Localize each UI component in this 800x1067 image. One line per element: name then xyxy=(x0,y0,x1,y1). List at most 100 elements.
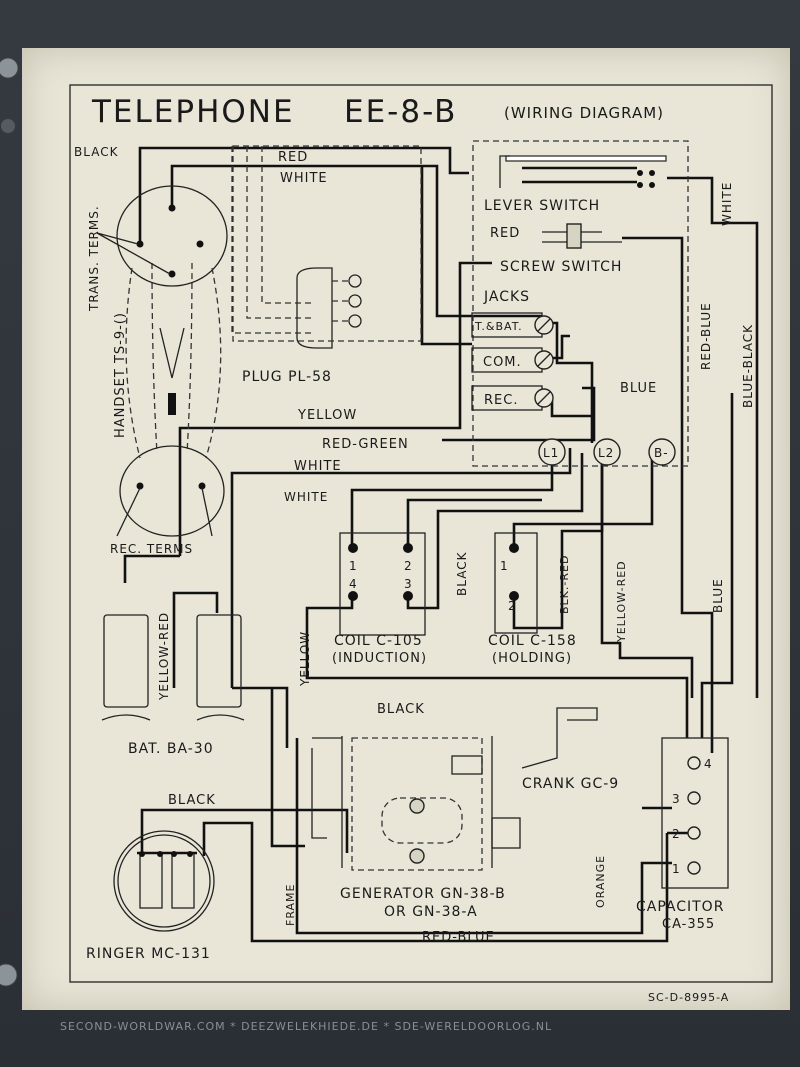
coil-c158-term-2: 2 xyxy=(508,599,517,613)
generator-shaft-end xyxy=(491,817,521,849)
ringer xyxy=(113,830,215,932)
wire-label-red-blue-bottom: RED-BLUE xyxy=(422,930,495,945)
wire-label-black-ringer: BLACK xyxy=(168,793,216,808)
jack-rec-label: REC. xyxy=(484,393,518,408)
coil-c105-term-4: 4 xyxy=(349,577,358,591)
wire-c105-1 xyxy=(350,453,554,545)
wire-label-yellow: YELLOW xyxy=(297,408,357,423)
wire-yellow-coil xyxy=(305,593,689,738)
wiring-diagram: TELEPHONE EE-8-B (WIRING DIAGRAM) xyxy=(69,84,773,1004)
terminal-l2 xyxy=(593,438,621,466)
handset-inner-right xyxy=(186,262,193,454)
trans-terms-label: TRANS. TERMS. xyxy=(87,205,101,312)
wire-black-top xyxy=(138,146,469,244)
wire-red-blue-right xyxy=(622,236,714,753)
wire-label-black-mid: BLACK xyxy=(377,702,425,717)
terminal-b-label: B- xyxy=(654,446,669,460)
terminal-l1-label: L1 xyxy=(543,446,559,460)
screw-switch-knob xyxy=(566,223,582,249)
jack-tbat-label: T.&BAT. xyxy=(474,320,523,333)
plug-tips xyxy=(332,280,352,322)
generator-screw-2 xyxy=(409,848,425,864)
coil-c158-box xyxy=(494,532,538,634)
plug-label: PLUG PL-58 xyxy=(242,369,332,385)
mount-screw-bottom xyxy=(0,963,18,987)
trans-term-1 xyxy=(136,240,144,248)
terminal-l2-label: L2 xyxy=(598,446,614,460)
wire-label-black-vertical: BLACK xyxy=(455,551,469,596)
generator xyxy=(311,707,598,871)
wire-plug-to-com xyxy=(420,166,472,346)
cap-term-4: 4 xyxy=(704,757,713,771)
generator-magnet xyxy=(381,797,463,844)
battery-cell-1 xyxy=(103,614,149,708)
model-text: EE-8-B xyxy=(344,94,457,130)
plug-pl-58 xyxy=(232,145,422,349)
wire-label-yellow-red-right: YELLOW-RED xyxy=(615,560,628,643)
capacitor-box xyxy=(661,737,729,889)
plug-cable-box xyxy=(232,145,422,342)
ringer-coil-2 xyxy=(171,852,195,909)
handset-label: HANDSET TS-9-() xyxy=(113,312,128,438)
plug-cable-dash-2 xyxy=(246,146,312,319)
ringer-label: RINGER MC-131 xyxy=(86,946,211,962)
handset-transmitter-outline xyxy=(116,185,228,287)
wire-blue xyxy=(700,393,734,738)
wire-bat-left xyxy=(123,554,180,583)
diagram-plate: TELEPHONE EE-8-B (WIRING DIAGRAM) xyxy=(22,48,790,1010)
battery-label: BAT. BA-30 xyxy=(128,741,214,757)
wire-label-red-green: RED-GREEN xyxy=(322,437,409,452)
terminal-l1 xyxy=(538,438,566,466)
wire-yellow xyxy=(178,261,492,556)
generator-gear xyxy=(451,755,483,775)
lever-hook xyxy=(499,155,510,188)
mount-hole-top xyxy=(1,119,15,133)
plug-cable-dash-1 xyxy=(231,146,312,334)
diagram-border xyxy=(69,84,773,983)
handset-receiver-outline xyxy=(119,445,225,537)
generator-frame xyxy=(351,737,483,871)
capacitor-model: CA-355 xyxy=(662,917,715,932)
coil-c158-label: COIL C-158 xyxy=(488,633,577,649)
wire-red-blue-bottom xyxy=(202,821,669,943)
cap-term-1: 1 xyxy=(672,862,681,876)
cap-term-2: 2 xyxy=(672,827,681,841)
wire-label-blue-top: BLUE xyxy=(620,381,657,396)
wire-label-yellow-vertical: YELLOW xyxy=(298,631,312,687)
crank-label: CRANK GC-9 xyxy=(522,776,619,792)
screw-switch-bars xyxy=(542,231,622,243)
wire-label-red-blue-right: RED-BLUE xyxy=(699,302,713,370)
lever-contacts xyxy=(522,166,637,184)
crank-arm xyxy=(521,707,598,769)
subtitle-text: (WIRING DIAGRAM) xyxy=(504,104,664,122)
wire-gen-frame xyxy=(270,688,305,848)
rec-terms-pointer xyxy=(116,487,213,537)
wire-white-mid xyxy=(230,448,572,486)
wire-label-frame: FRAME xyxy=(284,884,297,927)
coil-c158-sublabel: (HOLDING) xyxy=(492,651,572,666)
wire-label-blue-black: BLUE-BLACK xyxy=(741,324,755,408)
wire-label-blue-vertical: BLUE xyxy=(711,578,725,613)
wire-ringer-black xyxy=(140,808,349,856)
lever-bar xyxy=(505,155,667,162)
coil-c158 xyxy=(494,532,538,634)
wire-label-white-arrow: WHITE xyxy=(284,490,328,504)
wire-label-blk-red: BLK.-RED xyxy=(558,555,571,614)
wire-bat-yellow-red xyxy=(172,591,219,688)
jacks xyxy=(471,312,554,411)
document-number: SC-D-8995-A xyxy=(648,991,729,1004)
handset xyxy=(96,185,228,537)
wire-label-red-top: RED xyxy=(278,150,308,165)
wire-red-green xyxy=(442,386,596,442)
trans-term-4 xyxy=(168,270,176,278)
handset-inner-left xyxy=(151,262,158,454)
ringer-outline xyxy=(113,830,215,932)
rec-terms-label: REC. TERMS xyxy=(110,542,193,556)
wire-label-white-top: WHITE xyxy=(280,171,328,186)
jacks-label: JACKS xyxy=(483,289,530,305)
cap-term-3: 3 xyxy=(672,792,681,806)
jack-com-label: COM. xyxy=(483,355,522,370)
ringer-coil-1 xyxy=(139,852,163,909)
battery-ba30 xyxy=(101,614,245,721)
handset-switch-lever xyxy=(159,327,185,379)
